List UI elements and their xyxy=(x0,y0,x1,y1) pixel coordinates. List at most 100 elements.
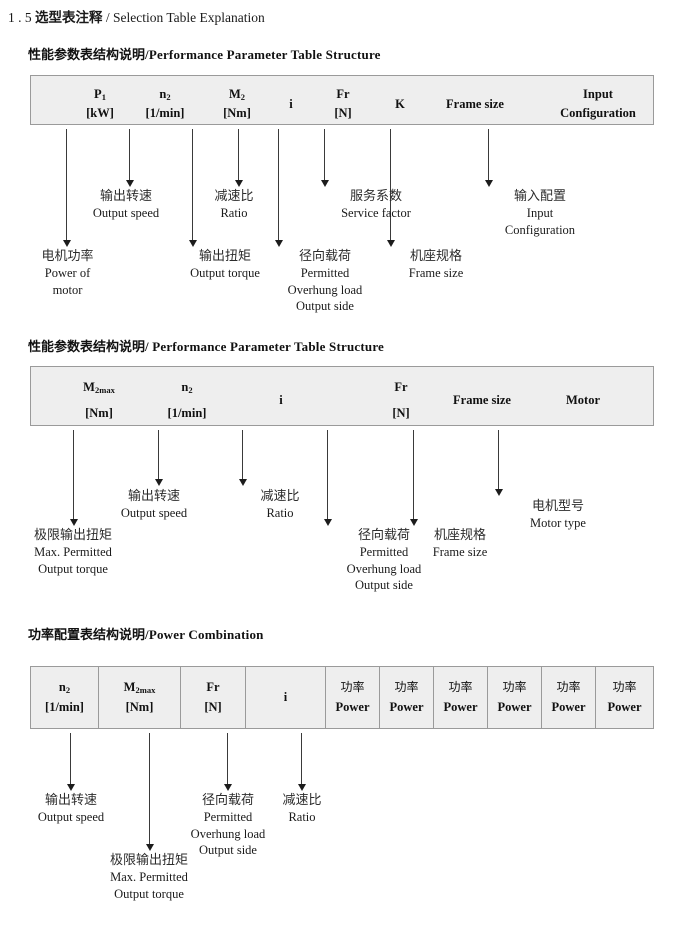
callout-input-configuration-en-1: Input xyxy=(526,206,554,221)
table2-col-fr-top: Fr xyxy=(394,380,408,394)
section-1-heading-separator: / xyxy=(145,47,149,62)
table1-col-input-configuration-bottom: Configuration xyxy=(560,106,636,121)
callout-ratio-2-en: Ratio xyxy=(266,506,294,521)
section-1-heading-english: Performance Parameter Table Structure xyxy=(148,47,381,62)
table1-col-n2-subscript: 2 xyxy=(166,92,171,102)
arrow-to-motor-type xyxy=(494,430,503,496)
section-3-heading-separator: / xyxy=(145,627,149,642)
callout-motor-type-cn: 电机型号 xyxy=(531,499,584,514)
table1-col-p1: P1 [kW] xyxy=(70,85,130,124)
arrow-to-power-of-motor xyxy=(62,129,71,247)
table3-col-power-2-en: Power xyxy=(389,699,424,714)
table3-col-m2max-unit: [Nm] xyxy=(125,699,154,714)
table3-col-power-6: 功率 Power xyxy=(596,667,653,728)
callout-frame-size-1-cn: 机座规格 xyxy=(409,249,462,264)
callout-max-permitted-output-torque-1: 极限输出扭矩 Max. Permitted Output torque xyxy=(14,527,132,577)
table3-col-power-2-text: 功率 Power xyxy=(389,678,423,717)
section-2-heading: 性能参数表结构说明/ Performance Parameter Table S… xyxy=(28,336,384,355)
callout-overhung-load-3-en-2: Overhung load xyxy=(190,826,266,841)
table1-col-n2: n2 [1/min] xyxy=(130,85,200,124)
performance-parameter-table-2: M2max [Nm] n2 [1/min] i Fr [N] Frame siz… xyxy=(30,366,654,426)
callout-max-permitted-output-torque-2-en-1: Max. Permitted xyxy=(110,870,188,885)
callout-overhung-load-3-cn: 径向载荷 xyxy=(201,793,254,808)
table2-col-fr-unit: [N] xyxy=(392,406,410,421)
arrow-to-max-permitted-output-torque-1 xyxy=(69,430,78,526)
section-3-heading-chinese: 功率配置表结构说明 xyxy=(28,628,146,643)
table2-col-m2max: M2max [Nm] xyxy=(63,378,135,424)
table1-col-k-label: K xyxy=(395,97,405,111)
table2-col-frame-size-label: Frame size xyxy=(453,393,511,407)
callout-output-speed-1-cn: 输出转速 xyxy=(99,189,152,204)
table3-col-power-3-text: 功率 Power xyxy=(443,678,477,717)
arrow-to-max-permitted-output-torque-2 xyxy=(145,733,154,851)
table1-col-fr: Fr [N] xyxy=(319,85,367,124)
table3-col-power-6-en: Power xyxy=(607,699,642,714)
table3-col-power-5-text: 功率 Power xyxy=(551,678,585,717)
table1-col-frame-size: Frame size xyxy=(428,95,522,114)
callout-service-factor-en: Service factor xyxy=(341,206,411,221)
arrow-to-output-torque xyxy=(188,129,197,247)
table2-col-m2max-unit: [Nm] xyxy=(85,406,113,421)
callout-max-permitted-output-torque-2-cn: 极限输出扭矩 xyxy=(109,853,188,868)
callout-overhung-load-1-cn: 径向载荷 xyxy=(298,249,351,264)
callout-power-of-motor-en-1: Power of xyxy=(44,266,91,281)
table2-col-frame-size: Frame size xyxy=(435,391,529,410)
table3-col-m2max-subscript: 2max xyxy=(135,685,156,696)
table3-col-power-4-text: 功率 Power xyxy=(497,678,531,717)
arrow-to-output-speed-3 xyxy=(66,733,75,791)
callout-input-configuration: 输入配置 Input Configuration xyxy=(488,188,592,238)
callout-overhung-load-1-en-2: Overhung load xyxy=(287,282,363,297)
table3-col-n2-top: n xyxy=(58,680,66,695)
table1-col-n2-unit: [1/min] xyxy=(145,106,185,121)
callout-overhung-load-1-en-1: Permitted xyxy=(300,266,350,281)
callout-power-of-motor-cn: 电机功率 xyxy=(41,249,94,264)
callout-power-of-motor: 电机功率 Power of motor xyxy=(15,248,120,298)
table1-col-frame-size-label: Frame size xyxy=(446,97,504,111)
section-3-heading-english: Power Combination xyxy=(148,627,264,642)
table3-col-power-3-en: Power xyxy=(443,699,478,714)
table2-col-n2-unit: [1/min] xyxy=(167,406,207,421)
table3-col-power-6-text: 功率 Power xyxy=(607,678,641,717)
callout-output-speed-1: 输出转速 Output speed xyxy=(74,188,178,222)
callout-output-speed-3-en: Output speed xyxy=(37,810,105,825)
callout-ratio-3: 减速比 Ratio xyxy=(266,792,338,826)
callout-ratio-2-cn: 减速比 xyxy=(260,489,300,504)
table1-col-m2-top: M xyxy=(228,87,241,101)
power-combination-table: n2 [1/min] M2max [Nm] Fr [N] i 功率 Power … xyxy=(30,666,654,729)
table2-col-n2: n2 [1/min] xyxy=(151,378,223,424)
arrow-to-service-factor xyxy=(320,129,329,187)
callout-overhung-load-3-en-1: Permitted xyxy=(203,810,253,825)
callout-overhung-load-1: 径向载荷 Permitted Overhung load Output side xyxy=(269,248,381,315)
table3-col-i: i xyxy=(246,667,326,728)
callout-output-speed-2-en: Output speed xyxy=(120,506,188,521)
table2-col-n2-top: n xyxy=(181,380,189,394)
callout-output-torque-en: Output torque xyxy=(190,266,260,281)
section-1-heading: 性能参数表结构说明/Performance Parameter Table St… xyxy=(28,44,381,63)
callout-ratio-1: 减速比 Ratio xyxy=(198,188,270,222)
performance-parameter-table-1: P1 [kW] n2 [1/min] M2 [Nm] i Fr [N] K Fr… xyxy=(30,75,654,125)
callout-motor-type: 电机型号 Motor type xyxy=(508,498,608,532)
callout-frame-size-2: 机座规格 Frame size xyxy=(410,527,510,561)
callout-ratio-1-cn: 减速比 xyxy=(214,189,254,204)
arrow-to-permitted-overhung-load-2 xyxy=(323,430,332,526)
table3-col-m2max: M2max [Nm] xyxy=(99,667,181,728)
callout-input-configuration-en-2: Configuration xyxy=(504,222,576,237)
table2-col-motor-label: Motor xyxy=(565,393,600,407)
table3-col-power-2: 功率 Power xyxy=(380,667,434,728)
callout-service-factor: 服务系数 Service factor xyxy=(322,188,430,222)
table2-col-i-label: i xyxy=(279,393,283,407)
table3-col-m2max-text: M2max [Nm] xyxy=(124,678,156,717)
table3-col-power-4-cn: 功率 xyxy=(502,680,527,695)
callout-motor-type-en: Motor type xyxy=(530,516,586,531)
callout-output-speed-1-en: Output speed xyxy=(92,206,160,221)
table3-col-power-5: 功率 Power xyxy=(542,667,596,728)
arrow-to-ratio-2 xyxy=(238,430,247,486)
callout-output-speed-3: 输出转速 Output speed xyxy=(19,792,123,826)
arrow-to-output-speed-2 xyxy=(154,430,163,486)
table3-col-power-5-cn: 功率 xyxy=(556,680,581,695)
page-title: 1 . 5 选型表注释 / Selection Table Explanatio… xyxy=(8,6,265,26)
arrow-to-permitted-overhung-load-3 xyxy=(223,733,232,791)
arrow-to-frame-size-2 xyxy=(409,430,418,526)
callout-service-factor-cn: 服务系数 xyxy=(349,189,402,204)
table1-col-m2-unit: [Nm] xyxy=(223,106,251,121)
